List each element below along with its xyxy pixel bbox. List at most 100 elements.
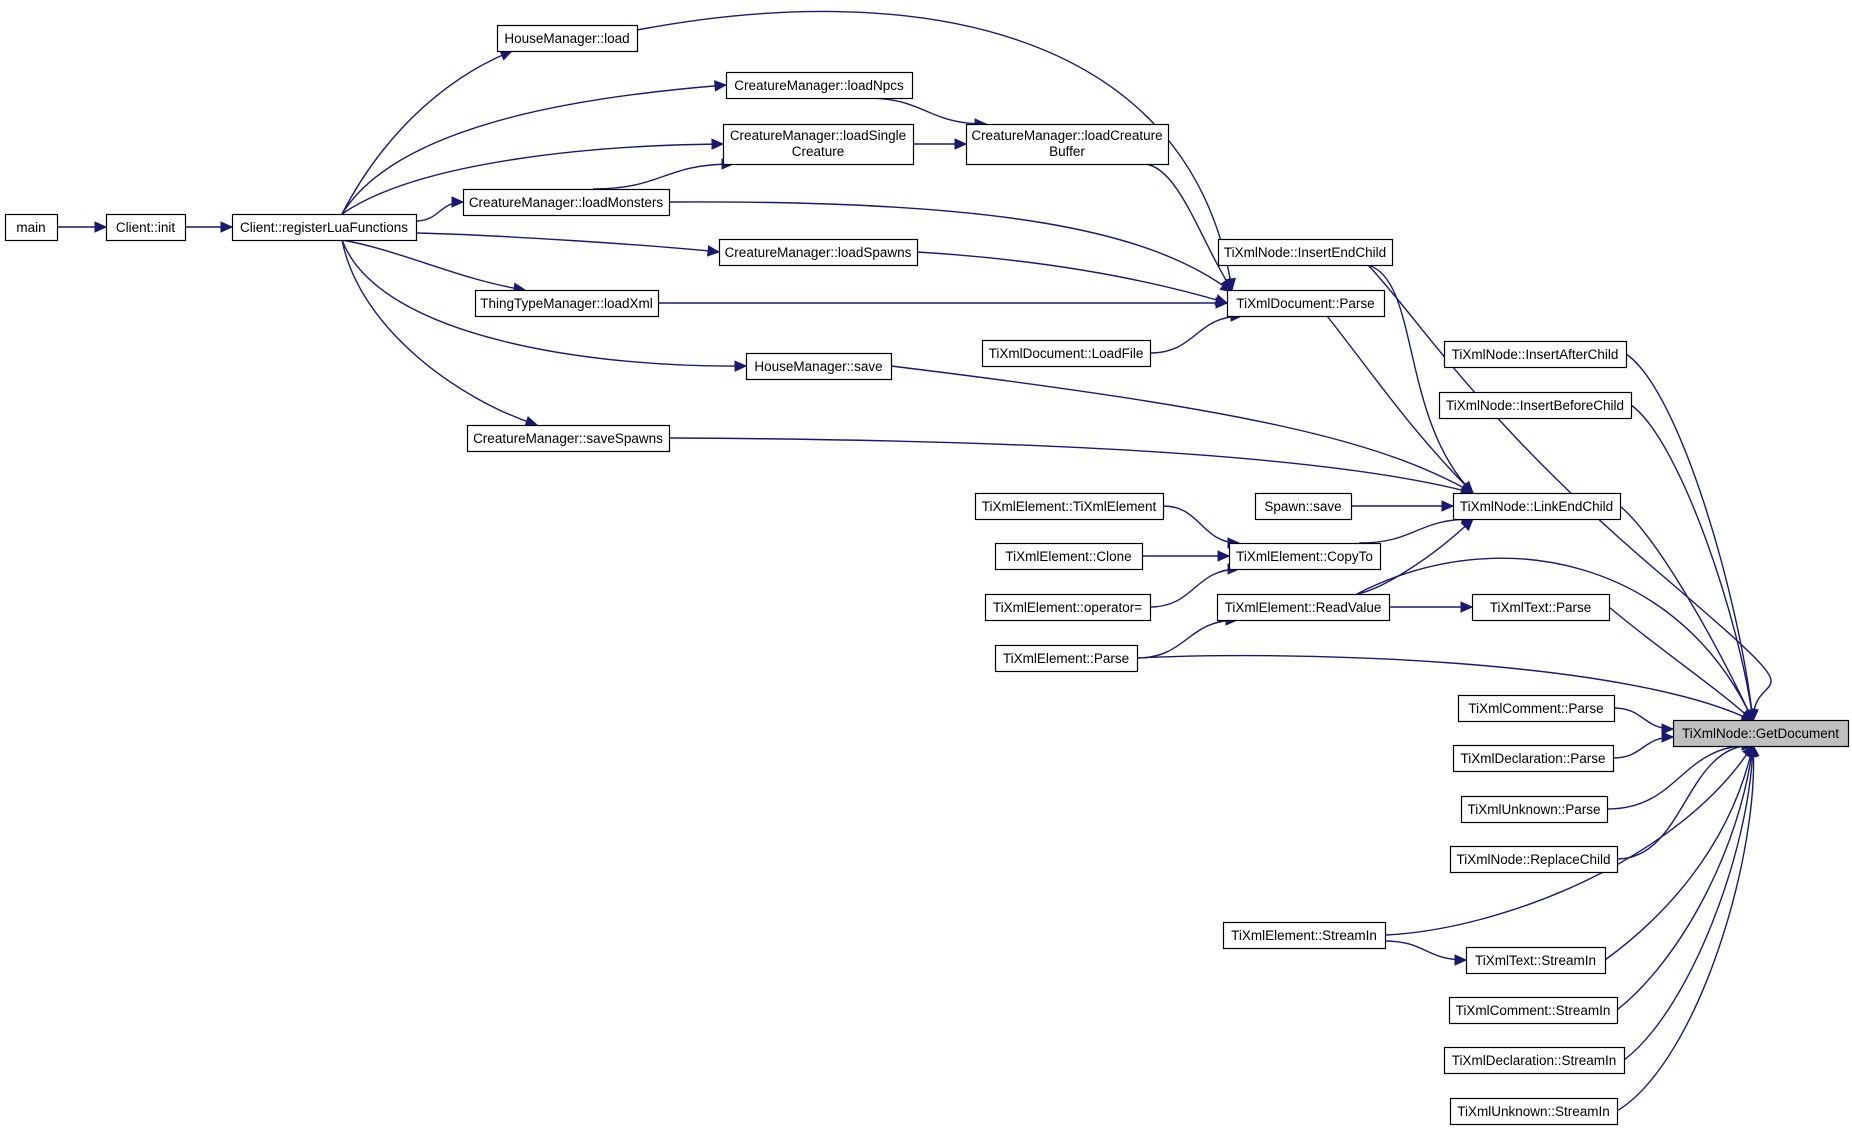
edge-insertend-to-linkend xyxy=(1367,264,1474,494)
node-hmsave[interactable]: HouseManager::save xyxy=(745,352,893,381)
edge-elctor-to-elcopyto xyxy=(1162,505,1241,549)
node-box xyxy=(984,593,1152,622)
node-label: TiXmlComment::Parse xyxy=(1468,701,1603,716)
node-reglua[interactable]: Client::registerLuaFunctions xyxy=(231,213,418,242)
node-commstream[interactable]: TiXmlComment::StreamIn xyxy=(1448,996,1619,1025)
node-loadfile[interactable]: TiXmlDocument::LoadFile xyxy=(981,339,1152,368)
node-commparse[interactable]: TiXmlComment::Parse xyxy=(1457,694,1616,723)
node-linkend[interactable]: TiXmlNode::LinkEndChild xyxy=(1452,492,1622,521)
node-box xyxy=(1471,593,1611,622)
node-box xyxy=(1465,946,1607,975)
node-box xyxy=(474,289,660,318)
node-label: TiXmlText::StreamIn xyxy=(1475,953,1596,968)
node-cmloadspawns[interactable]: CreatureManager::loadSpawns xyxy=(718,238,919,267)
node-box xyxy=(1448,996,1619,1025)
node-label-line2: Buffer xyxy=(1049,144,1085,159)
node-label: HouseManager::load xyxy=(504,31,629,46)
node-box xyxy=(965,123,1170,166)
node-docparse[interactable]: TiXmlDocument::Parse xyxy=(1226,289,1386,318)
node-label: CreatureManager::loadSingle xyxy=(730,128,906,143)
edge-linkend-to-getdoc xyxy=(1619,505,1754,723)
node-label-line2: Creature xyxy=(792,144,845,159)
edge-clientinit-to-reglua xyxy=(185,221,234,233)
node-insertend[interactable]: TiXmlNode::InsertEndChild xyxy=(1217,238,1394,267)
node-elparse[interactable]: TiXmlElement::Parse xyxy=(994,644,1139,673)
node-label: CreatureManager::loadCreature xyxy=(971,128,1162,143)
edge-commstream-to-getdoc xyxy=(1616,743,1758,1011)
node-replace[interactable]: TiXmlNode::ReplaceChild xyxy=(1449,845,1619,874)
edge-cmloadspawns-to-docparse xyxy=(916,251,1229,306)
node-box xyxy=(722,123,915,166)
node-box xyxy=(1452,744,1615,773)
node-label: TiXmlNode::ReplaceChild xyxy=(1456,852,1610,867)
node-hmload[interactable]: HouseManager::load xyxy=(496,24,639,53)
node-unkparse[interactable]: TiXmlUnknown::Parse xyxy=(1460,795,1609,824)
edge-elstream-to-textstream xyxy=(1384,940,1468,966)
node-box xyxy=(466,424,671,453)
node-spawnsave[interactable]: Spawn::save xyxy=(1254,492,1353,521)
node-ttmload[interactable]: ThingTypeManager::loadXml xyxy=(474,289,660,318)
node-label: TiXmlElement::Clone xyxy=(1005,549,1131,564)
node-label: CreatureManager::loadNpcs xyxy=(734,78,904,93)
edge-commparse-to-getdoc xyxy=(1613,707,1675,735)
node-box xyxy=(1672,719,1850,748)
edge-elstream-to-getdoc xyxy=(1384,743,1754,936)
node-box xyxy=(974,492,1165,521)
node-cmloadmon[interactable]: CreatureManager::loadMonsters xyxy=(462,188,671,217)
node-label: TiXmlElement::operator= xyxy=(993,600,1142,615)
node-label: Client::init xyxy=(116,220,176,235)
node-insertafter[interactable]: TiXmlNode::InsertAfterChild xyxy=(1443,340,1628,369)
node-label: TiXmlElement::CopyTo xyxy=(1236,549,1373,564)
node-label: CreatureManager::saveSpawns xyxy=(473,431,663,446)
edge-reglua-to-cmloadsingle xyxy=(341,138,725,215)
node-label: TiXmlNode::LinkEndChild xyxy=(1460,499,1613,514)
node-label: TiXmlDeclaration::StreamIn xyxy=(1452,1053,1617,1068)
node-textparse[interactable]: TiXmlText::Parse xyxy=(1471,593,1611,622)
edge-unkstream-to-getdoc xyxy=(1616,743,1760,1112)
edge-reglua-to-cmloadspawns xyxy=(415,232,721,257)
node-box xyxy=(1217,238,1394,267)
node-elop[interactable]: TiXmlElement::operator= xyxy=(984,593,1152,622)
edge-reglua-to-ttmload xyxy=(341,239,527,294)
node-box xyxy=(4,213,59,242)
node-box xyxy=(981,339,1152,368)
edge-cmloadbuf-to-docparse xyxy=(1145,163,1233,292)
node-cmloadnpcs[interactable]: CreatureManager::loadNpcs xyxy=(725,71,914,100)
edge-reglua-to-cmloadmon xyxy=(415,196,465,222)
node-unkstream[interactable]: TiXmlUnknown::StreamIn xyxy=(1449,1097,1619,1126)
node-elstream[interactable]: TiXmlElement::StreamIn xyxy=(1222,921,1387,950)
edge-loadfile-to-docparse xyxy=(1149,310,1244,354)
node-main[interactable]: main xyxy=(4,213,59,242)
node-label: TiXmlNode::InsertBeforeChild xyxy=(1446,398,1624,413)
node-insertbefore[interactable]: TiXmlNode::InsertBeforeChild xyxy=(1438,391,1633,420)
node-cmsavespawns[interactable]: CreatureManager::saveSpawns xyxy=(466,424,671,453)
node-clientinit[interactable]: Client::init xyxy=(105,213,187,242)
edge-cmsavespawns-to-linkend xyxy=(668,437,1475,496)
edge-main-to-clientinit xyxy=(57,221,108,233)
node-box xyxy=(105,213,187,242)
edge-reglua-to-cmsavespawns xyxy=(341,239,539,427)
node-declstream[interactable]: TiXmlDeclaration::StreamIn xyxy=(1443,1046,1626,1075)
node-box xyxy=(1457,694,1616,723)
edge-cmloadsingle-to-cmloadbuf xyxy=(913,138,968,150)
node-getdoc[interactable]: TiXmlNode::GetDocument xyxy=(1672,719,1850,748)
edge-declparse-to-getdoc xyxy=(1612,731,1675,759)
edge-reglua-to-hmsave xyxy=(341,239,748,372)
edge-reglua-to-cmloadnpcs xyxy=(341,80,728,215)
node-elreadval[interactable]: TiXmlElement::ReadValue xyxy=(1216,593,1391,622)
node-declparse[interactable]: TiXmlDeclaration::Parse xyxy=(1452,744,1615,773)
node-elctor[interactable]: TiXmlElement::TiXmlElement xyxy=(974,492,1165,521)
node-box xyxy=(1449,1097,1619,1126)
node-box xyxy=(1226,289,1386,318)
node-box xyxy=(1228,542,1382,571)
edge-elparse-to-elreadval xyxy=(1136,614,1239,659)
node-label: TiXmlComment::StreamIn xyxy=(1456,1003,1611,1018)
node-box xyxy=(1254,492,1353,521)
node-elcopyto[interactable]: TiXmlElement::CopyTo xyxy=(1228,542,1382,571)
edge-cmloadmon-to-docparse xyxy=(668,201,1233,293)
node-textstream[interactable]: TiXmlText::StreamIn xyxy=(1465,946,1607,975)
node-elclone[interactable]: TiXmlElement::Clone xyxy=(994,542,1144,571)
